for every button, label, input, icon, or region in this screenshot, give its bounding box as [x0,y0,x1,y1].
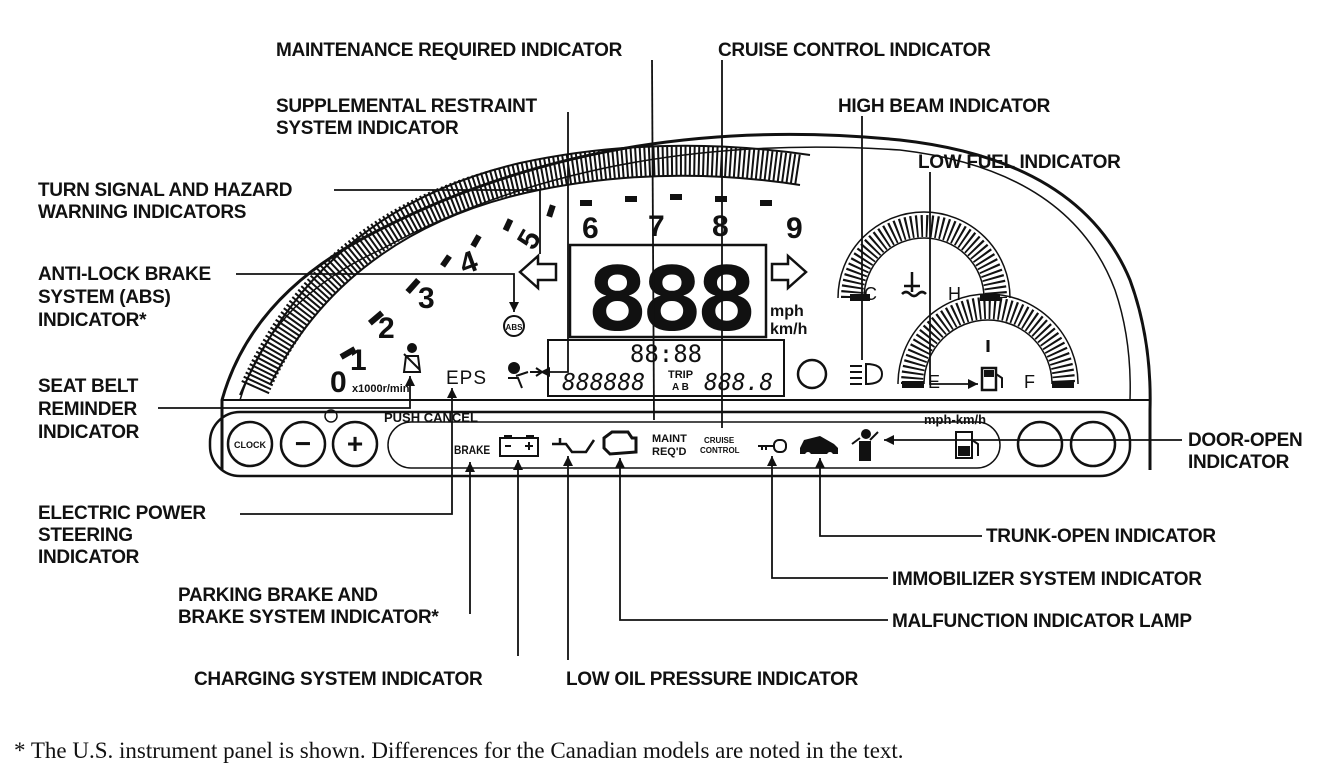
fuel-f-label: F [1024,372,1035,392]
label-abs-2: SYSTEM (ABS) [38,287,171,308]
label-immobilizer: IMMOBILIZER SYSTEM INDICATOR [892,569,1202,590]
battery-icon [499,435,539,457]
high-beam-icon [850,362,884,386]
fuel-e-label: E [928,372,940,392]
label-eps-1: ELECTRIC POWER [38,503,206,524]
trip-ab: A B [672,382,689,393]
label-parking-1: PARKING BRAKE AND [178,585,378,606]
coolant-icon [901,272,927,298]
speed-display [568,243,768,339]
engine-icon [602,430,638,456]
trunk-car-icon [800,436,838,458]
mph-kmh-text: mph-km/h [924,412,986,427]
trip-value: 888.8 [704,370,773,396]
panel-inner-outline [239,146,1131,401]
plus-button-label: + [347,428,363,459]
oil-can-icon [552,438,596,454]
speed-unit-kmh: km/h [770,321,807,338]
leader-lines [158,59,1182,660]
brake-text: BRAKE [454,444,490,457]
label-seatbelt-1: SEAT BELT [38,376,139,397]
label-parking-2: BRAKE SYSTEM INDICATOR* [178,607,439,628]
tach-number-6: 6 [582,212,599,245]
maint-text-2: REQ'D [652,446,686,458]
cruise-text-2: CONTROL [700,446,740,455]
push-cancel-text: PUSH CANCEL [384,410,478,425]
tach-number-8: 8 [712,210,729,243]
temp-c-label: C [864,284,877,304]
turn-right-icon [770,253,808,291]
odometer-value: 888888 [562,370,645,396]
tach-number-0: 0 [330,366,347,399]
round-indicator [796,358,828,390]
plus-button[interactable] [331,420,379,468]
abs-icon-text: ABS [506,323,524,332]
label-turn-2: WARNING INDICATORS [38,202,247,223]
srs-icon [508,362,544,389]
warning-strip [208,410,1132,478]
maint-text-1: MAINT [652,433,687,445]
seatbelt-icon [402,343,422,373]
label-high-beam: HIGH BEAM INDICATOR [838,96,1051,117]
label-eps-2: STEERING [38,525,133,546]
label-srs-2: SYSTEM INDICATOR [276,118,459,139]
tach-number-1: 1 [350,344,367,377]
label-low-fuel: LOW FUEL INDICATOR [918,152,1121,173]
label-seatbelt-3: INDICATOR [38,422,140,443]
clock-knob-icon [324,409,338,423]
clock-button-label: CLOCK [234,440,266,450]
leader-arrowheads [405,302,978,472]
tach-number-4: 4 [455,245,482,282]
label-charging: CHARGING SYSTEM INDICATOR [194,669,483,690]
tachometer-ticks [339,194,772,360]
label-door-2: INDICATOR [1188,452,1290,473]
immobilizer-key-icon [758,439,787,453]
label-seatbelt-2: REMINDER [38,399,137,420]
tach-number-3: 3 [418,282,435,315]
label-cruise-control: CRUISE CONTROL INDICATOR [718,40,991,61]
label-turn-1: TURN SIGNAL AND HAZARD [38,180,293,201]
minus-button-label: − [295,428,311,459]
label-eps-3: INDICATOR [38,547,140,568]
fuel-pump-icon [980,366,1003,392]
right-button-2[interactable] [1069,420,1117,468]
label-abs-3: INDICATOR* [38,310,147,331]
minus-button[interactable] [279,420,327,468]
label-low-oil: LOW OIL PRESSURE INDICATOR [566,669,858,690]
tachometer-band [239,144,811,396]
label-door-1: DOOR-OPEN [1188,430,1303,451]
label-malfunction: MALFUNCTION INDICATOR LAMP [892,611,1192,632]
tach-number-7: 7 [648,210,665,243]
eps-text: EPS [446,368,487,389]
tach-number-5: 5 [511,224,548,255]
tach-number-9: 9 [786,212,803,245]
label-maintenance-required: MAINTENANCE REQUIRED INDICATOR [276,40,623,61]
turn-left-icon [518,253,558,291]
right-button-1[interactable] [1016,420,1064,468]
tach-unit: x1000r/min [352,383,410,395]
cruise-text-1: CRUISE [704,436,735,445]
clock-value: 88:88 [630,340,702,368]
label-trunk: TRUNK-OPEN INDICATOR [986,526,1216,547]
trip-label: TRIP [668,369,693,381]
low-fuel-strip-icon [955,431,979,459]
door-open-icon [851,429,879,461]
abs-icon [503,315,525,337]
footnote: * The U.S. instrument panel is shown. Di… [14,738,904,763]
tach-number-2: 2 [378,312,395,345]
speed-unit-mph: mph [770,303,804,320]
warning-strip-inner [387,421,1001,469]
label-srs-1: SUPPLEMENTAL RESTRAINT [276,96,537,117]
speed-value: 888 [586,247,752,350]
clock-button[interactable] [226,420,274,468]
label-abs-1: ANTI-LOCK BRAKE [38,264,211,285]
